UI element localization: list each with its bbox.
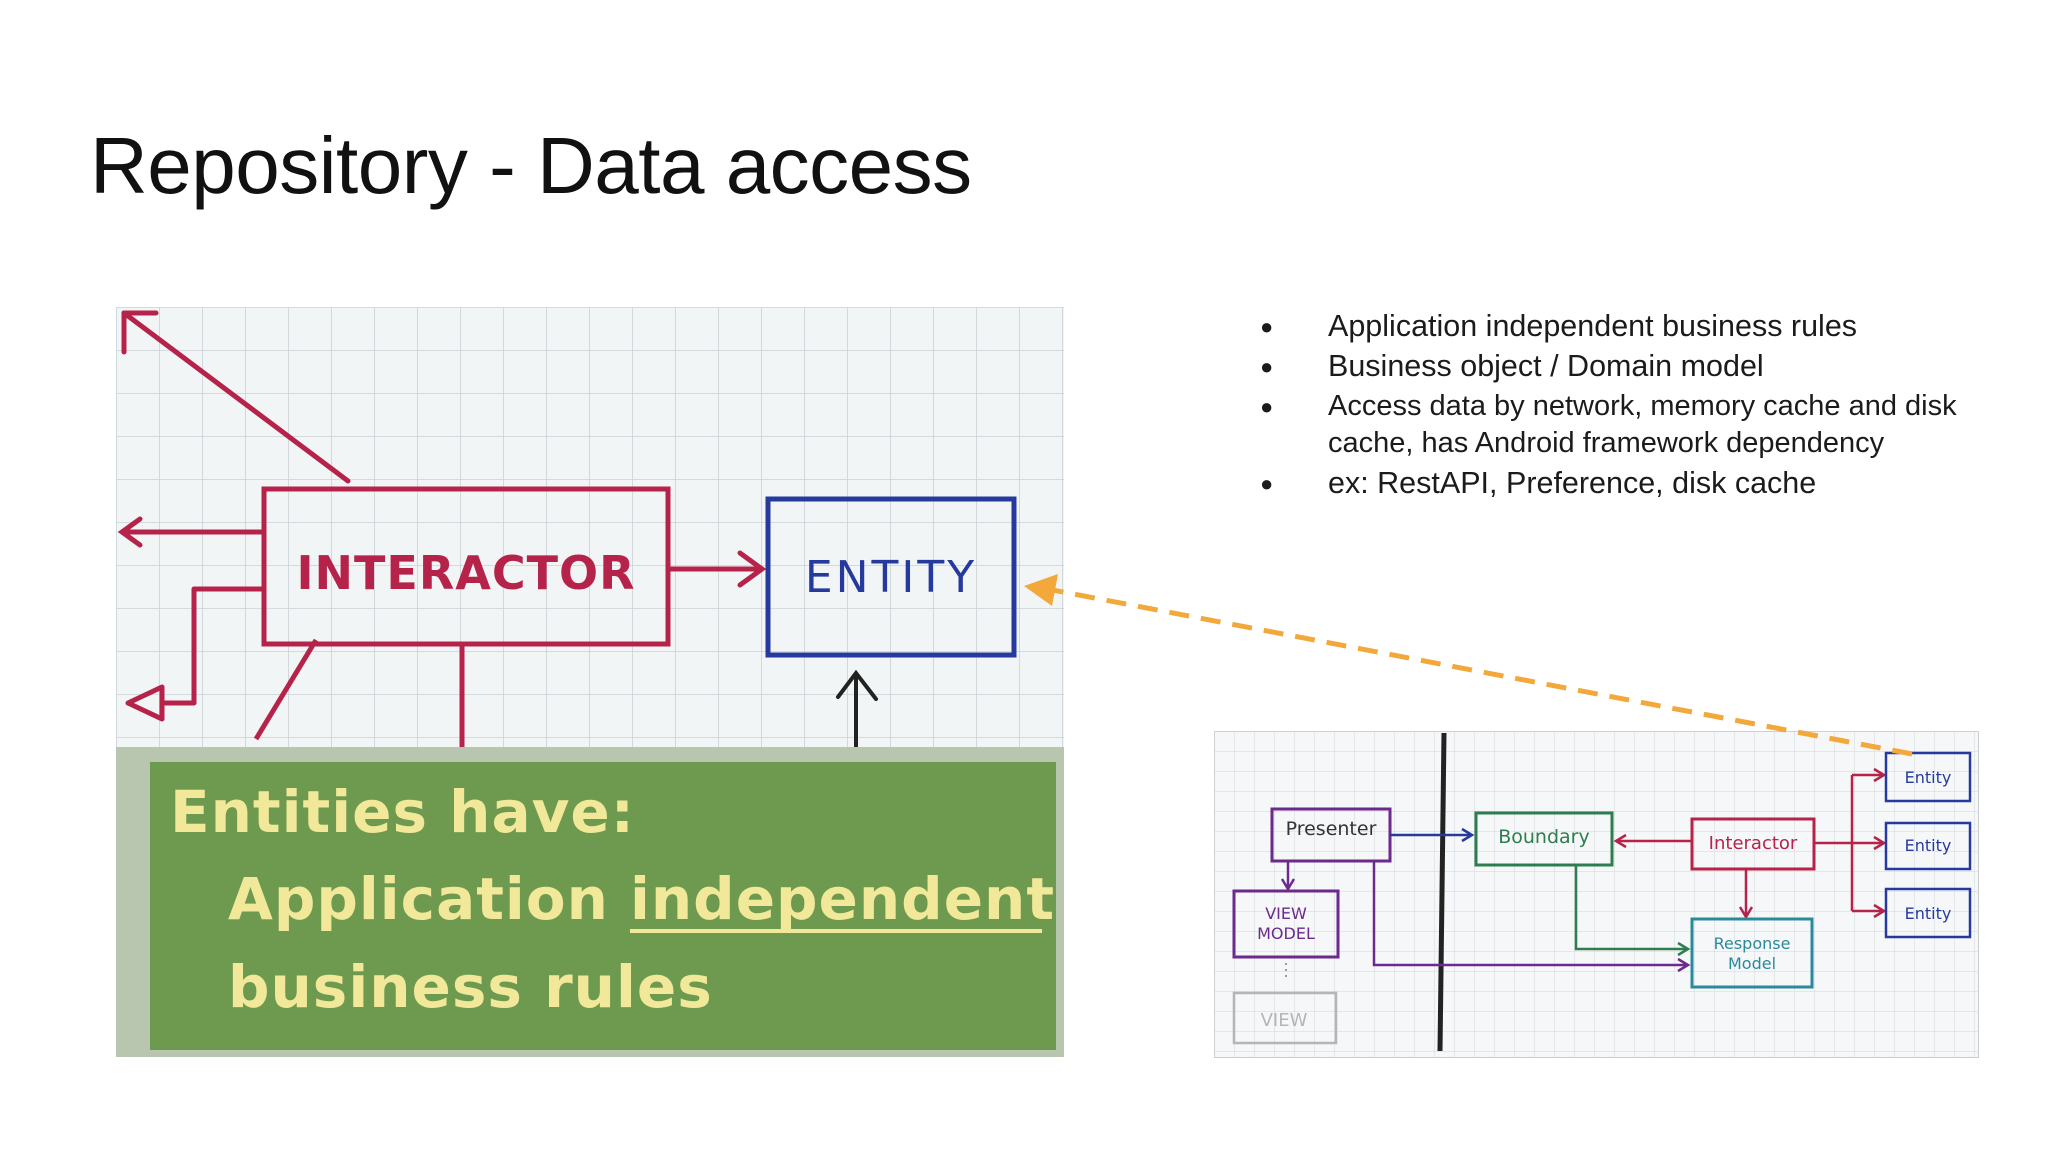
caption-line-2b: independent [630, 865, 1055, 933]
caption-line-1: Entities have: [170, 778, 635, 846]
entity-small-label-1: Entity [1905, 768, 1952, 787]
bullet-item: Application independent business rules [1260, 308, 1960, 345]
bullet-item: ex: RestAPI, Preference, disk cache [1260, 465, 1960, 502]
arrow-hollow-left [125, 586, 267, 722]
left-diagram-image: INTERACTOR ENTITY Entities have: Applica… [116, 307, 1064, 1057]
bullet-item: Business object / Domain model [1260, 348, 1960, 385]
response-model-label-2: Model [1728, 954, 1776, 973]
entity-small-label-2: Entity [1905, 836, 1952, 855]
presenter-label: Presenter [1286, 818, 1377, 840]
slide-title: Repository - Data access [90, 121, 972, 210]
interactor-label: INTERACTOR [296, 546, 635, 600]
entity-small-label-3: Entity [1905, 904, 1952, 923]
caption-line-2a: Application [228, 865, 609, 933]
caption-panel [150, 762, 1056, 1050]
view-model-label-2: MODEL [1257, 924, 1315, 943]
view-model-label-1: VIEW [1265, 904, 1307, 923]
entity-box [765, 496, 1017, 658]
boundary-label: Boundary [1498, 826, 1590, 848]
interactor-small-label: Interactor [1709, 833, 1798, 854]
arrow-left [117, 516, 267, 548]
arrow-interactor-to-entity [665, 550, 767, 588]
entity-label: ENTITY [805, 552, 977, 603]
caption-line-3: business rules [228, 953, 713, 1021]
right-diagram-image: Presenter Boundary Interactor Entity Ent… [1214, 731, 1979, 1058]
view-label: VIEW [1261, 1010, 1308, 1031]
bullet-item: Access data by network, memory cache and… [1260, 388, 1960, 462]
arrow-to-top-left [121, 310, 351, 484]
response-model-label-1: Response [1714, 934, 1791, 953]
arrow-up-to-entity [836, 669, 878, 749]
bullet-list: Application independent business rules B… [1260, 308, 1960, 505]
